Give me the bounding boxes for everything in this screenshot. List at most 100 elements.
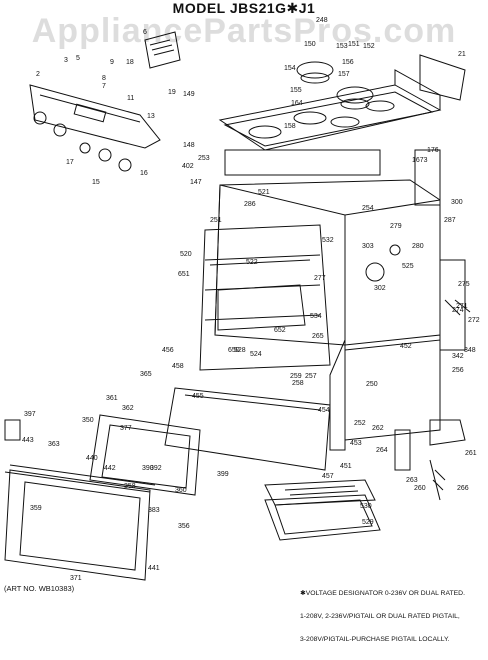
callout-392: 392: [150, 465, 162, 472]
callout-356: 356: [178, 523, 190, 530]
side-parts: [4, 149, 471, 501]
callout-520: 520: [180, 251, 192, 258]
callout-441: 441: [148, 565, 160, 572]
callout-5: 5: [76, 55, 80, 62]
callout-252: 252: [354, 420, 366, 427]
callout-275: 275: [458, 281, 470, 288]
callout-365: 365: [140, 371, 152, 378]
callout-8: 8: [102, 75, 106, 82]
callout-253: 253: [198, 155, 210, 162]
callout-274: 274: [452, 307, 464, 314]
callout-2: 2: [36, 71, 40, 78]
callout-360: 360: [175, 487, 187, 494]
callout-530: 530: [360, 503, 372, 510]
callout-363: 363: [48, 441, 60, 448]
callout-254: 254: [362, 205, 374, 212]
callout-154: 154: [284, 65, 296, 72]
callout-300: 300: [451, 199, 463, 206]
callout-158: 158: [284, 123, 296, 130]
callout-261: 261: [465, 450, 477, 457]
control-panel: [29, 31, 181, 172]
callout-303: 303: [362, 243, 374, 250]
callout-262: 262: [372, 425, 384, 432]
callout-147: 147: [190, 179, 202, 186]
callout-153: 153: [336, 43, 348, 50]
callout-21: 21: [458, 51, 466, 58]
callout-263: 263: [406, 477, 418, 484]
callout-250: 250: [366, 381, 378, 388]
oven-door: [4, 387, 331, 581]
broiler-pan: [264, 479, 381, 541]
callout-150: 150: [304, 41, 316, 48]
callout-15: 15: [92, 179, 100, 186]
callout-13: 13: [147, 113, 155, 120]
callout-443: 443: [22, 437, 34, 444]
callout-358: 358: [124, 483, 136, 490]
callout-3: 3: [64, 57, 68, 64]
callout-383: 383: [148, 507, 160, 514]
callout-280: 280: [412, 243, 424, 250]
callout-342: 342: [452, 353, 464, 360]
callout-402: 402: [182, 163, 194, 170]
callout-148: 148: [183, 142, 195, 149]
callout-11: 11: [127, 95, 134, 102]
callout-350: 350: [82, 417, 94, 424]
callout-248: 248: [316, 17, 328, 24]
callout-650: 650: [228, 347, 240, 354]
callout-456: 456: [162, 347, 174, 354]
callout-264: 264: [376, 447, 388, 454]
callout-1673: 1673: [412, 157, 428, 164]
callout-362: 362: [122, 405, 134, 412]
exploded-view: 2356789111315161718192114714814915015115…: [4, 17, 480, 582]
callout-152: 152: [363, 43, 375, 50]
callout-440: 440: [86, 455, 98, 462]
callout-7: 7: [102, 83, 106, 90]
callout-525: 525: [402, 263, 414, 270]
callout-399: 399: [217, 471, 229, 478]
callout-259: 259: [290, 373, 302, 380]
callout-522: 522: [246, 259, 258, 266]
callout-17: 17: [66, 159, 74, 166]
callout-258: 258: [292, 380, 304, 387]
voltage-note-line: 3-208V/PIGTAIL-PURCHASE PIGTAIL LOCALLY.: [300, 636, 450, 644]
callout-279: 279: [390, 223, 402, 230]
callout-18: 18: [126, 59, 134, 66]
callout-277: 277: [314, 275, 326, 282]
callout-257: 257: [305, 373, 317, 380]
callout-348: 348: [464, 347, 476, 354]
callout-164: 164: [291, 100, 303, 107]
callout-528: 528: [234, 347, 246, 354]
callout-454: 454: [318, 407, 330, 414]
callout-651: 651: [178, 271, 190, 278]
callout-453: 453: [350, 440, 362, 447]
art-number: (ART NO. WB10383): [4, 584, 75, 593]
callout-361: 361: [106, 395, 118, 402]
callout-6: 6: [143, 29, 147, 36]
callout-256: 256: [452, 367, 464, 374]
callout-272: 272: [468, 317, 480, 324]
callout-157: 157: [338, 71, 350, 78]
callout-260: 260: [414, 485, 426, 492]
callout-457: 457: [322, 473, 334, 480]
parts-diagram: AppliancePartsPros.com MODEL JBS21G✱J1: [4, 0, 480, 643]
voltage-note-line: ✱VOLTAGE DESIGNATOR 0-236V OR DUAL RATED…: [300, 589, 465, 597]
callout-265: 265: [312, 333, 324, 340]
cooktop: [218, 54, 466, 151]
callout-287: 287: [444, 217, 456, 224]
oven-body: [199, 149, 441, 451]
voltage-note: ✱VOLTAGE DESIGNATOR 0-236V OR DUAL RATED…: [300, 574, 465, 660]
callout-371: 371: [70, 575, 82, 582]
callout-176: 176: [427, 147, 439, 154]
callout-271: 271: [456, 303, 468, 310]
callout-452: 452: [400, 343, 412, 350]
callout-390: 390: [142, 465, 154, 472]
callout-251: 251: [210, 217, 222, 224]
callout-155: 155: [290, 87, 302, 94]
diagram-title: MODEL JBS21G✱J1: [172, 0, 316, 16]
callout-458: 458: [172, 363, 184, 370]
callout-652: 652: [274, 327, 286, 334]
callout-532: 532: [322, 237, 334, 244]
callout-534: 534: [310, 313, 322, 320]
callout-359: 359: [30, 505, 42, 512]
